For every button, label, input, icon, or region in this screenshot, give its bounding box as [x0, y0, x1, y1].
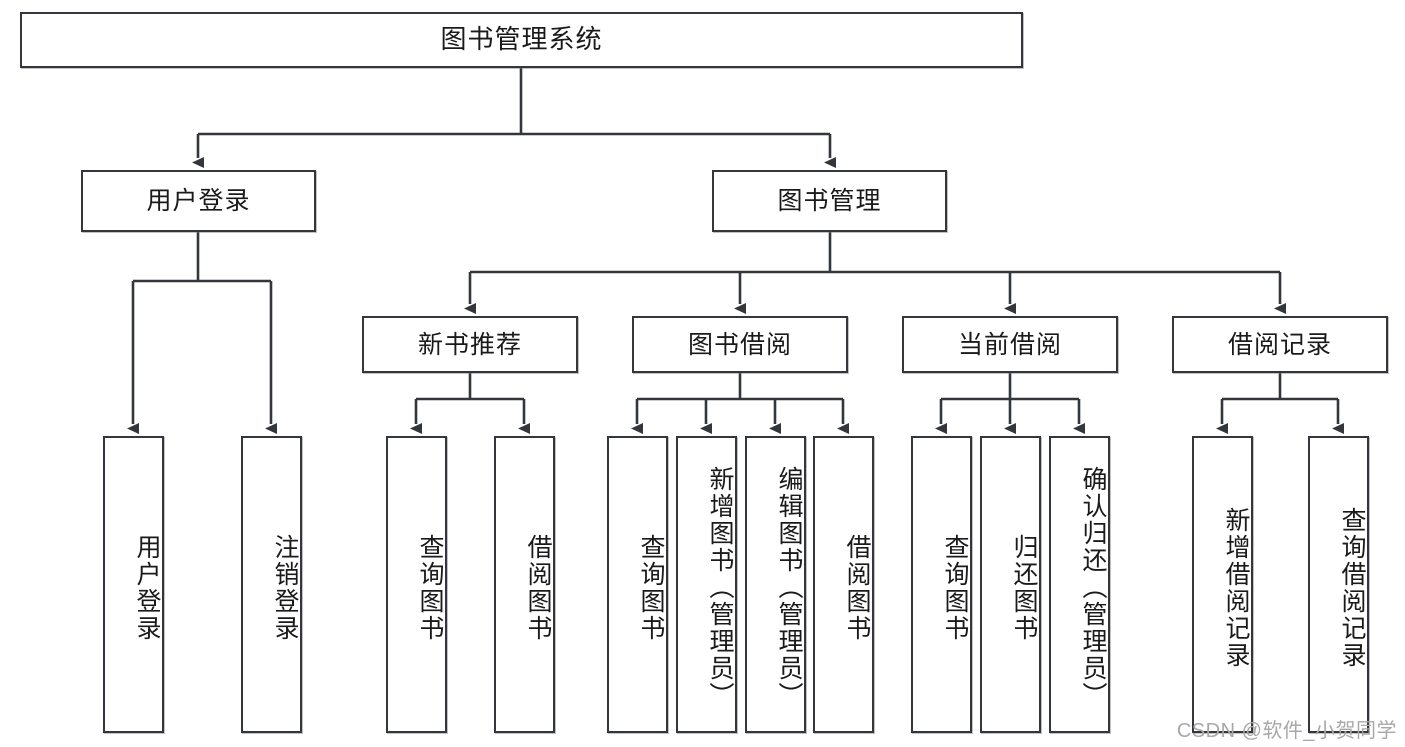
- leaf-query-book-current[interactable]: 查询图书: [911, 436, 972, 733]
- watermark-text: CSDN @软件_小贺同学: [1176, 720, 1397, 742]
- node-label: 确认归还（管理员）: [1079, 466, 1107, 709]
- node-borrow-record[interactable]: 借阅记录: [1172, 316, 1388, 373]
- node-label: 借阅图书: [843, 533, 871, 642]
- node-label: 注销登录: [271, 533, 299, 642]
- leaf-edit-book-admin[interactable]: 编辑图书（管理员）: [745, 436, 806, 733]
- node-label: 图书管理: [777, 187, 882, 215]
- node-label: 借阅记录: [1227, 330, 1332, 359]
- node-label: 图书管理系统: [440, 24, 603, 55]
- node-label: 用户登录: [146, 187, 251, 215]
- node-label: 查询图书: [416, 533, 444, 642]
- leaf-add-borrow-record[interactable]: 新增借阅记录: [1192, 436, 1253, 733]
- node-label: 图书借阅: [687, 330, 792, 359]
- leaf-logout-login[interactable]: 注销登录: [241, 436, 302, 733]
- node-label: 查询图书: [637, 533, 665, 642]
- leaf-query-borrow-record[interactable]: 查询借阅记录: [1308, 436, 1369, 733]
- leaf-query-book-borrow[interactable]: 查询图书: [607, 436, 668, 733]
- node-label: 新增图书（管理员）: [706, 466, 734, 709]
- node-label: 查询借阅记录: [1338, 506, 1366, 669]
- node-label: 新书推荐: [417, 330, 522, 359]
- node-root-book-management-system[interactable]: 图书管理系统: [20, 12, 1023, 68]
- node-label: 归还图书: [1010, 533, 1038, 642]
- leaf-user-login[interactable]: 用户登录: [103, 436, 164, 733]
- node-label: 用户登录: [133, 533, 161, 642]
- node-label: 查询图书: [941, 533, 969, 642]
- leaf-borrow-book-recommend[interactable]: 借阅图书: [494, 436, 555, 733]
- leaf-return-book[interactable]: 归还图书: [980, 436, 1041, 733]
- node-book-borrow[interactable]: 图书借阅: [632, 316, 848, 373]
- leaf-add-book-admin[interactable]: 新增图书（管理员）: [676, 436, 737, 733]
- node-user-login[interactable]: 用户登录: [81, 170, 316, 232]
- node-book-management[interactable]: 图书管理: [712, 170, 947, 232]
- leaf-query-book-recommend[interactable]: 查询图书: [386, 436, 447, 733]
- node-label: 借阅图书: [524, 533, 552, 642]
- node-label: 编辑图书（管理员）: [775, 466, 803, 709]
- leaf-confirm-return-admin[interactable]: 确认归还（管理员）: [1049, 436, 1110, 733]
- node-label: 当前借阅: [957, 330, 1062, 359]
- node-current-borrow[interactable]: 当前借阅: [902, 316, 1118, 373]
- leaf-borrow-book[interactable]: 借阅图书: [813, 436, 874, 733]
- node-new-book-recommend[interactable]: 新书推荐: [362, 316, 578, 373]
- node-label: 新增借阅记录: [1222, 506, 1250, 669]
